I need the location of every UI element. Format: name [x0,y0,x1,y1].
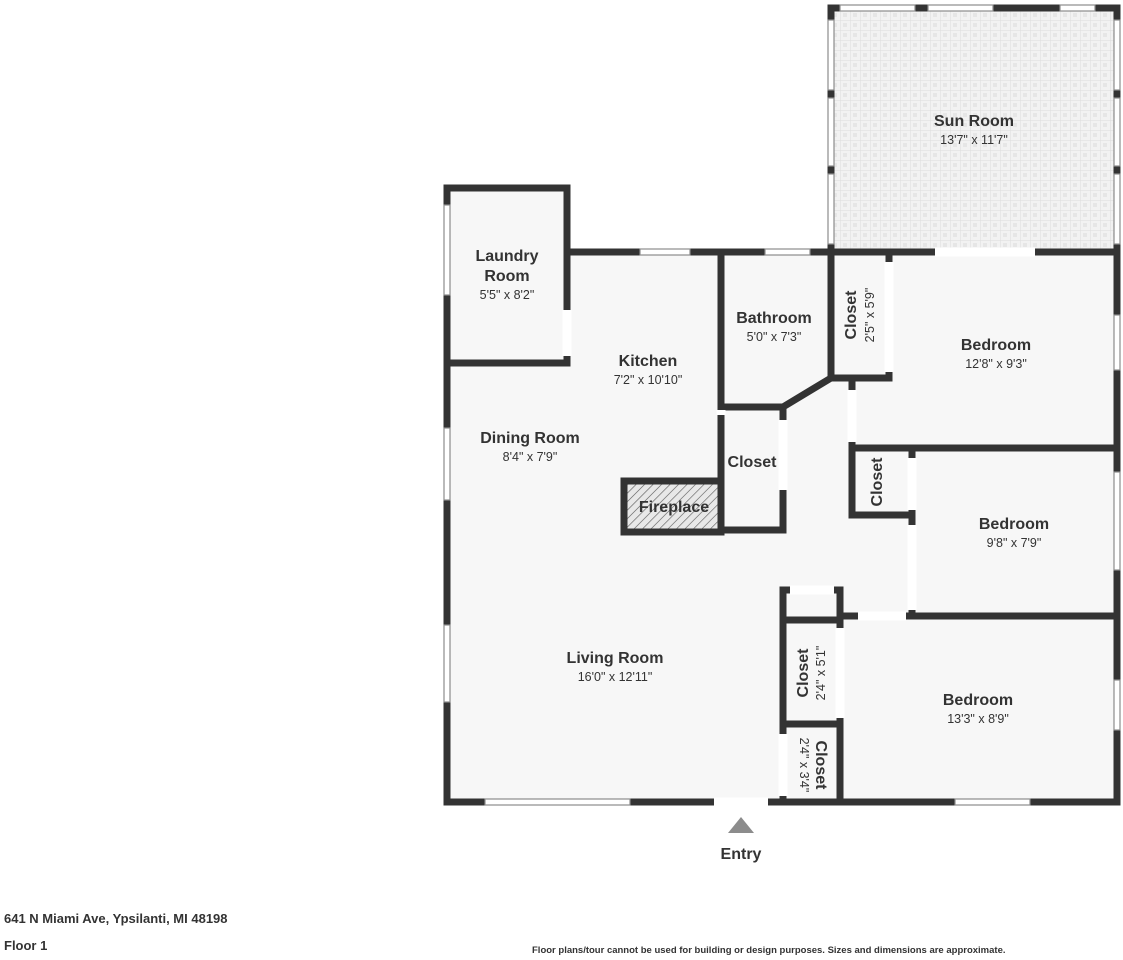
closet-d-name: Closet [795,648,812,698]
laundry-name-line1: Laundry [475,248,538,265]
bedroom-3-dim: 13'3" x 8'9" [947,712,1009,726]
kitchen-name: Kitchen [619,353,678,370]
closet-b-name: Closet [728,454,778,471]
fireplace-wall [620,477,725,536]
closet-e-dim: 2'4" x 3'4" [797,738,811,793]
windows [443,4,1121,806]
closet-e-name: Closet [812,741,829,791]
fireplace-hatch [627,484,720,532]
bathroom-dim: 5'0" x 7'3" [747,330,802,344]
bedroom-2-name: Bedroom [979,516,1049,533]
bedroom-2-dim: 9'8" x 7'9" [987,536,1042,550]
bedroom-1-dim: 12'8" x 9'3" [965,357,1027,371]
bedroom-3-name: Bedroom [943,692,1013,709]
laundry-dim: 5'5" x 8'2" [480,288,535,302]
property-address: 641 N Miami Ave, Ypsilanti, MI 48198 [4,911,228,926]
bathroom-angled-wall [778,373,836,412]
living-room-name: Living Room [567,650,664,667]
dining-room-name: Dining Room [480,430,580,447]
sunroom-dim: 13'7" x 11'7" [940,133,1008,147]
closet-d-dim: 2'4" x 5'1" [814,646,828,701]
closet-a-label: Closet 2'5" x 5'9" [843,288,877,343]
sunroom-name: Sun Room [934,113,1014,130]
dining-room-dim: 8'4" x 7'9" [503,450,558,464]
closet-c-name: Closet [869,457,886,507]
entry-arrow-icon [728,817,754,833]
living-room-dim: 16'0" x 12'11" [578,670,653,684]
closet-c-label: Closet [869,457,886,507]
room-labels: Sun Room 13'7" x 11'7" Laundry Room 5'5"… [475,113,1049,863]
door-openings [562,247,1035,807]
closet-a-dim: 2'5" x 5'9" [863,288,877,343]
laundry-name-line2: Room [484,268,529,285]
closet-a-name: Closet [843,290,860,340]
floor-label: Floor 1 [4,938,48,953]
disclaimer: Floor plans/tour cannot be used for buil… [532,945,1006,956]
sunroom-floor [831,8,1117,252]
closet-d-label: Closet 2'4" x 5'1" [795,646,828,701]
fireplace-name: Fireplace [639,499,709,516]
bathroom-name: Bathroom [736,310,812,327]
entry-label: Entry [721,846,762,863]
kitchen-dim: 7'2" x 10'10" [614,373,683,387]
closet-e-label: Closet 2'4" x 3'4" [797,738,829,793]
bedroom-1-name: Bedroom [961,337,1031,354]
